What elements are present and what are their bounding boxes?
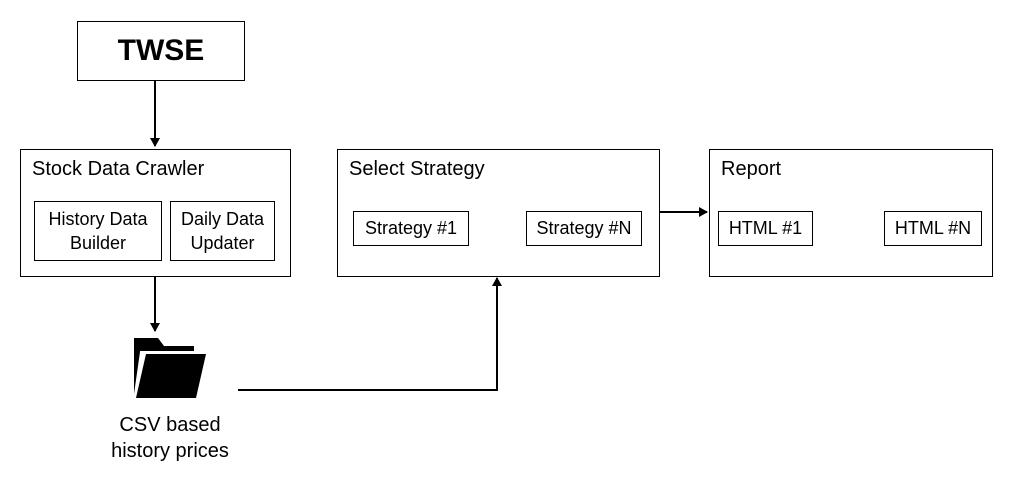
folder-icon: [134, 338, 206, 398]
twse-label: TWSE: [117, 34, 205, 67]
history-builder-line1: History Data: [48, 209, 148, 229]
strategy-1-label: Strategy #1: [364, 218, 458, 238]
html-n-label: HTML #N: [894, 218, 972, 238]
twse-box: TWSE: [77, 21, 245, 81]
strategy-n-box: Strategy #N: [526, 211, 642, 246]
history-data-builder-box: History Data Builder: [34, 201, 162, 261]
csv-history-label: CSV based history prices: [90, 410, 250, 466]
html-n-box: HTML #N: [884, 211, 982, 246]
html-1-label: HTML #1: [728, 218, 803, 238]
history-builder-line2: Builder: [69, 233, 127, 253]
arrow-csv-to-strategy: [238, 277, 502, 391]
csv-line2: history prices: [111, 440, 229, 462]
crawler-title: Stock Data Crawler: [32, 158, 205, 180]
strategy-n-label: Strategy #N: [536, 218, 632, 238]
strategy-1-box: Strategy #1: [353, 211, 469, 246]
report-title: Report: [721, 158, 782, 180]
daily-updater-line1: Daily Data: [180, 209, 265, 229]
daily-updater-line2: Updater: [190, 233, 255, 253]
daily-data-updater-box: Daily Data Updater: [170, 201, 275, 261]
html-1-box: HTML #1: [718, 211, 813, 246]
strategy-title: Select Strategy: [349, 158, 485, 180]
csv-line1: CSV based: [119, 414, 221, 436]
